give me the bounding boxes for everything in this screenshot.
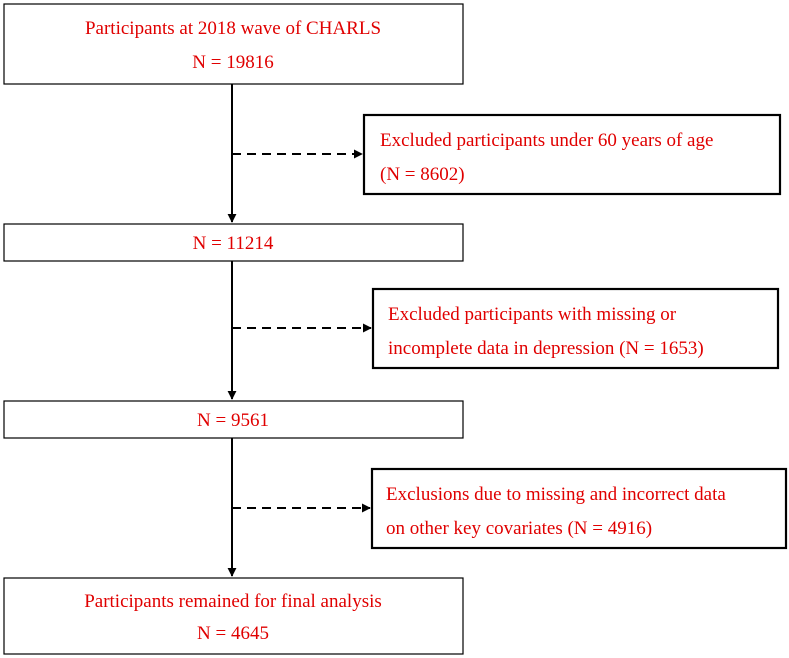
box-final: Participants remained for final analysis… <box>3 577 464 655</box>
box-step1: N = 11214 <box>3 223 464 262</box>
box-start-line2: N = 19816 <box>192 52 273 73</box>
box-exclusion-2: Excluded participants with missing or in… <box>371 287 780 370</box>
box-exclusion-3: Exclusions due to missing and incorrect … <box>370 467 788 550</box>
box-start-line1: Participants at 2018 wave of CHARLS <box>85 18 381 39</box>
box-exclusion-1-line1: Excluded participants under 60 years of … <box>380 130 713 151</box>
box-final-line2: N = 4645 <box>197 623 269 644</box>
box-exclusion-2-line1: Excluded participants with missing or <box>388 304 677 325</box>
box-exclusion-3-line2: on other key covariates (N = 4916) <box>386 518 652 539</box>
box-step2: N = 9561 <box>3 400 464 439</box>
box-final-line1: Participants remained for final analysis <box>84 591 382 612</box>
box-step1-line1: N = 11214 <box>193 233 274 254</box>
box-start: Participants at 2018 wave of CHARLS N = … <box>3 3 464 85</box>
box-exclusion-3-line1: Exclusions due to missing and incorrect … <box>386 484 726 505</box>
box-exclusion-1: Excluded participants under 60 years of … <box>362 113 782 196</box>
box-step2-line1: N = 9561 <box>197 410 269 431</box>
box-exclusion-1-line2: (N = 8602) <box>380 164 465 185</box>
box-exclusion-2-line2: incomplete data in depression (N = 1653) <box>388 338 704 359</box>
